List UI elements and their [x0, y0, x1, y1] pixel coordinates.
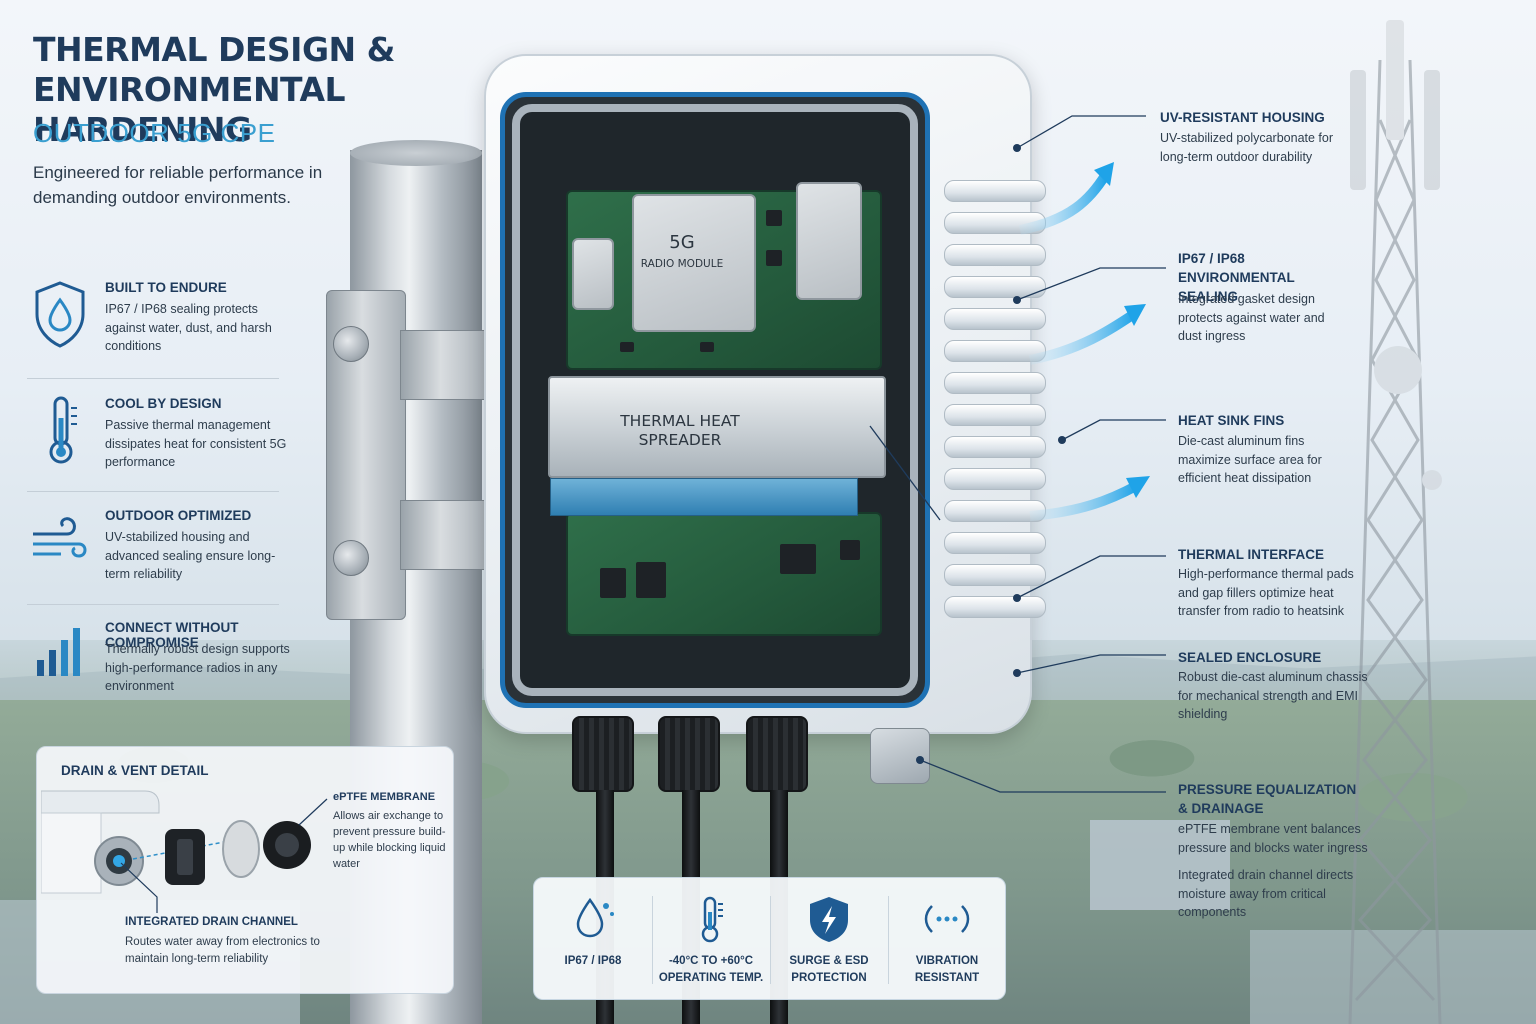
feature-text: UV-stabilized housing and advanced seali… — [105, 530, 276, 581]
drain-vent-illustration — [41, 790, 311, 894]
heat-sink-fin — [944, 468, 1046, 490]
heat-sink-fin — [944, 372, 1046, 394]
callout-title: UV-RESISTANT HOUSING — [1160, 110, 1325, 125]
callout-text: Die-cast aluminum fins maximize surface … — [1178, 434, 1322, 485]
module-title: 5G — [669, 232, 695, 253]
badge-separator — [888, 896, 889, 984]
divider — [27, 378, 279, 379]
callout-title: IP67 / IP68 ENVIRONMENTAL SEALING — [1178, 251, 1295, 304]
airflow-arrows — [1019, 162, 1150, 521]
heat-sink-fin — [944, 532, 1046, 554]
bracket-bolt — [333, 326, 369, 362]
heat-sink-fin — [944, 308, 1046, 330]
feature-cool-by-design: COOL BY DESIGN Passive thermal managemen… — [27, 396, 286, 506]
divider — [27, 604, 279, 605]
vibration-icon — [924, 905, 970, 933]
drain-channel-title: INTEGRATED DRAIN CHANNEL — [125, 916, 298, 928]
background-building — [1250, 930, 1536, 1024]
heat-sink-fin — [944, 564, 1046, 586]
feature-title: COOL BY DESIGN — [105, 396, 222, 411]
mounting-bracket-arm — [400, 330, 490, 400]
callout-title: HEAT SINK FINS — [1178, 413, 1285, 428]
rf-shield — [572, 238, 614, 310]
badge-label: SURGE & ESD PROTECTION — [789, 955, 869, 984]
cable-gland — [658, 716, 720, 792]
cable-gland — [746, 716, 808, 792]
feature-text: Thermally robust design supports high-pe… — [105, 642, 290, 693]
background-building — [1090, 820, 1230, 910]
badge-separator — [652, 896, 653, 984]
spec-badges-panel: IP67 / IP68 -40°C TO +60°C OPERATING TEM… — [533, 877, 1006, 1000]
smd-component — [766, 250, 782, 266]
rf-shield — [796, 182, 862, 300]
feature-title: CONNECT WITHOUT COMPROMISE — [105, 620, 239, 650]
signal-bars-icon — [37, 628, 80, 676]
badge-separator — [770, 896, 771, 984]
badge-label: VIBRATION RESISTANT — [914, 955, 980, 984]
callout-title: SEALED ENCLOSURE — [1178, 650, 1322, 665]
module-subtitle: RADIO MODULE — [640, 258, 724, 270]
intro-text: Engineered for reliable performance in d… — [33, 163, 323, 207]
smd-component — [780, 544, 816, 574]
radio-module-shield — [632, 194, 756, 332]
mounting-bracket-arm — [400, 500, 490, 570]
feature-built-to-endure: BUILT TO ENDURE IP67 / IP68 sealing prot… — [27, 280, 279, 390]
spreader-label: THERMAL HEAT SPREADER — [620, 412, 740, 449]
smd-component — [840, 540, 860, 560]
pole-cap — [350, 140, 482, 166]
thermometer-icon — [49, 396, 77, 464]
smd-component — [636, 562, 666, 598]
badge-label: -40°C TO +60°C OPERATING TEMP. — [658, 955, 764, 984]
smd-component — [620, 342, 634, 352]
callout-title: THERMAL INTERFACE — [1178, 547, 1325, 562]
thermal-interface-pad — [550, 478, 858, 516]
heat-sink-fin — [944, 596, 1046, 618]
feature-text: Passive thermal management dissipates he… — [105, 418, 287, 469]
badge-ip-rating: IP67 / IP68 — [534, 878, 652, 1001]
feature-title: BUILT TO ENDURE — [105, 280, 227, 295]
pressure-vent — [870, 728, 930, 784]
smd-component — [600, 568, 626, 598]
thermal-heat-spreader — [548, 376, 886, 478]
badge-operating-temp: -40°C TO +60°C OPERATING TEMP. — [652, 878, 770, 1001]
membrane-title: ePTFE MEMBRANE — [333, 791, 436, 803]
callout-text: ePTFE membrane vent balances pressure an… — [1178, 822, 1368, 855]
shield-drop-icon — [35, 281, 85, 348]
callout-text: Integrated gasket design protects agains… — [1178, 292, 1325, 343]
feature-outdoor-optimized: OUTDOOR OPTIMIZED UV-stabilized housing … — [27, 508, 279, 618]
cell-tower-image — [1348, 20, 1442, 1024]
badge-vibration: VIBRATION RESISTANT — [888, 878, 1006, 1001]
drain-panel-title: DRAIN & VENT DETAIL — [61, 763, 209, 778]
smd-component — [766, 210, 782, 226]
membrane-text: Allows air exchange to prevent pressure … — [333, 810, 446, 870]
badge-surge-esd: SURGE & ESD PROTECTION — [770, 878, 888, 1001]
callout-text: UV-stabilized polycarbonate for long-ter… — [1160, 131, 1334, 164]
drain-channel-text: Routes water away from electronics to ma… — [125, 936, 320, 965]
page-title: THERMAL DESIGN & ENVIRONMENTAL HARDENING — [33, 30, 395, 149]
badge-label: IP67 / IP68 — [564, 955, 622, 967]
heat-sink-fin — [944, 404, 1046, 426]
drain-leader-lines — [120, 798, 328, 913]
callout-text: High-performance thermal pads and gap fi… — [1178, 567, 1354, 618]
divider — [27, 491, 279, 492]
wind-icon — [33, 517, 87, 558]
heat-sink-fin — [944, 244, 1046, 266]
callout-text: Integrated drain channel directs moistur… — [1178, 868, 1354, 919]
page-subtitle: OUTDOOR 5G CPE — [33, 118, 276, 148]
drain-vent-detail-panel: DRAIN & VENT DETAIL ePTFE MEMBRANE Allow… — [36, 746, 454, 994]
callout-text: Robust die-cast aluminum chassis for mec… — [1178, 670, 1368, 721]
feature-connect-without-compromise: CONNECT WITHOUT COMPROMISE Thermally rob… — [27, 620, 290, 730]
heat-sink-fin — [944, 436, 1046, 458]
thermometer-icon — [701, 896, 723, 943]
feature-text: IP67 / IP68 sealing protects against wat… — [105, 302, 272, 353]
heat-sink-fin — [944, 180, 1046, 202]
callout-title: PRESSURE EQUALIZATION & DRAINAGE — [1178, 782, 1357, 816]
cable-gland — [572, 716, 634, 792]
heat-sink-fin — [944, 340, 1046, 362]
feature-title: OUTDOOR OPTIMIZED — [105, 508, 252, 523]
bracket-bolt — [333, 540, 369, 576]
shield-bolt-icon — [810, 897, 848, 942]
water-drop-icon — [576, 897, 614, 938]
smd-component — [700, 342, 714, 352]
